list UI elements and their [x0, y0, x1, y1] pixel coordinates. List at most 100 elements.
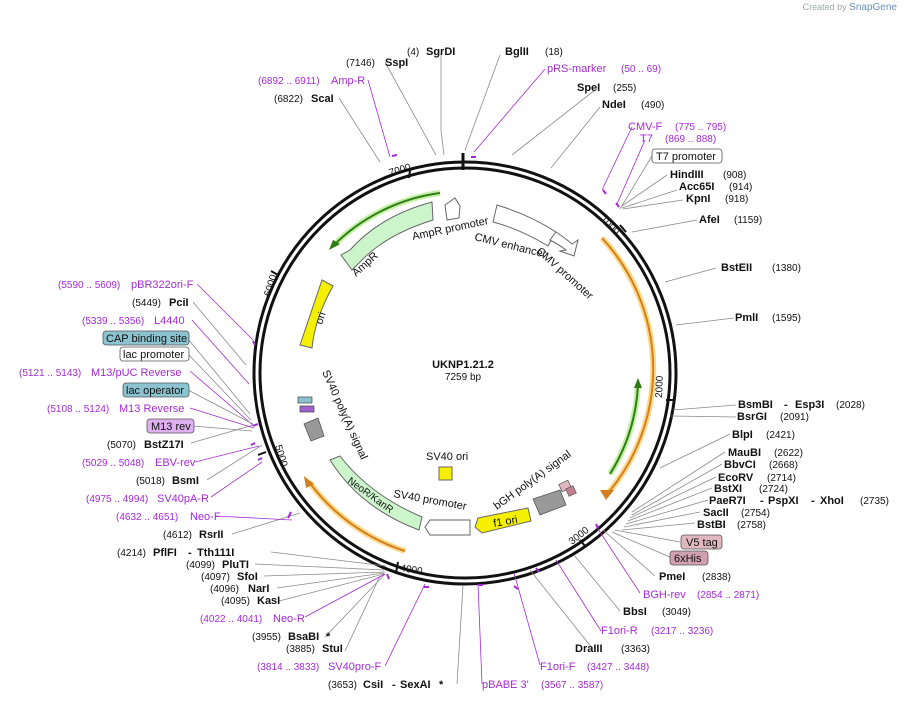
site-nari-pos: (4096): [210, 584, 239, 595]
primer-cmv-f: CMV-F: [628, 121, 663, 133]
site-sexai-star: *: [439, 679, 444, 691]
site-paer7i: PaeR7I: [709, 495, 746, 507]
site-pmli: PmlI: [735, 312, 758, 324]
site-sep-2: -: [760, 495, 764, 507]
site-sep-4: -: [392, 679, 396, 691]
primer-prs-marker-pos: (50 .. 69): [621, 64, 661, 75]
site-xhoi: XhoI: [820, 495, 844, 507]
primer-t7: T7: [640, 133, 653, 145]
site-blpi: BlpI: [732, 429, 753, 441]
primer-cmv-f-pos: (775 .. 795): [675, 122, 726, 133]
lac-operator-box: [122, 382, 190, 398]
site-kasi: KasI: [257, 595, 280, 607]
v5-tag-box: [680, 534, 723, 550]
site-bstxi: BstXI: [714, 483, 742, 495]
site-kpni-pos: (918): [725, 194, 748, 205]
site-kasi-pos: (4095): [221, 596, 250, 607]
primer-pbabe3: pBABE 3': [482, 679, 529, 691]
his6-box: [669, 550, 709, 566]
bgh-polya-feature: [532, 489, 567, 516]
site-maubi-pos: (2622): [774, 448, 803, 459]
tick-4000: 4000: [400, 563, 424, 577]
primer-amp-r: Amp-R: [331, 75, 365, 87]
green-arrow-top-head: [329, 240, 340, 250]
label-f1-ori: f1 ori: [492, 514, 518, 530]
site-pmei-pos: (2838): [702, 572, 731, 583]
site-stui: StuI: [322, 643, 343, 655]
green-arrow-right-line: [609, 383, 639, 475]
m13-feature: [299, 405, 315, 413]
m13-rev-box: [146, 418, 195, 434]
sv40-polya-feature: [303, 417, 325, 442]
t7-promoter-box: [651, 148, 723, 164]
site-sep-3: -: [811, 495, 815, 507]
sv40-ori-feature: [438, 466, 453, 481]
primer-neo-f: Neo-F: [190, 511, 221, 523]
site-bsmi: BsmI: [172, 475, 199, 487]
primer-neo-r-pos: (4022 .. 4041): [200, 614, 262, 625]
primer-neo-r: Neo-R: [273, 613, 305, 625]
site-bstxi-pos: (2724): [759, 484, 788, 495]
site-bstbi: BstBI: [697, 519, 726, 531]
site-pluti: PluTI: [222, 559, 249, 571]
backbone-inner: [258, 166, 672, 580]
lac-operator-feature: [297, 396, 313, 404]
site-pmli-pos: (1595): [772, 313, 801, 324]
site-bsteii-pos: (1380): [772, 263, 801, 274]
ampr-promoter-feature: [444, 197, 461, 221]
site-pcii-pos: (5449): [132, 298, 161, 309]
primer-pbr322ori-f-pos: (5590 .. 5609): [58, 280, 120, 291]
site-csii: CsiI: [363, 679, 383, 691]
site-pspxi: PspXI: [768, 495, 799, 507]
site-bbvci: BbvCI: [724, 459, 756, 471]
site-sexai: SexAI: [400, 679, 431, 691]
green-arrow-right-head: [634, 378, 642, 388]
site-sep-5: -: [188, 547, 192, 559]
primer-leaders: [189, 68, 646, 685]
site-rsrii: RsrII: [199, 529, 223, 541]
primer-sv40pa-r-pos: (4975 .. 4994): [86, 494, 148, 505]
site-esp3i: Esp3I: [795, 399, 824, 411]
primer-ebv-rev-pos: (5029 .. 5048): [82, 458, 144, 469]
site-rsrii-pos: (4612): [163, 530, 192, 541]
lac-promoter-box: [119, 346, 190, 362]
site-bbsi-pos: (3049): [662, 607, 691, 618]
his6-label: 6xHis: [674, 553, 702, 565]
primer-m13puc-reverse-pos: (5121 .. 5143): [19, 368, 81, 379]
site-bstz17i: BstZ17I: [144, 439, 184, 451]
site-bsabi-star: *: [326, 631, 331, 643]
label-neor: NeoR/KanR: [345, 476, 395, 516]
primer-l4440: L4440: [154, 315, 185, 327]
primer-amp-r-pos: (6892 .. 6911): [258, 76, 320, 87]
site-sfoi-pos: (4097): [201, 572, 230, 583]
site-bstbi-pos: (2758): [737, 520, 766, 531]
primer-bgh-rev: BGH-rev: [643, 589, 686, 601]
site-nari: NarI: [248, 583, 269, 595]
lac-promoter-label: lac promoter: [123, 349, 184, 361]
scale-ticks: [257, 169, 674, 574]
site-bsrgi-pos: (2091): [780, 412, 809, 423]
site-pflfi: PflFI: [153, 547, 177, 559]
label-cmv-promoter: CMV promoter: [534, 245, 595, 302]
site-tth111i: Tth111I: [197, 547, 234, 559]
cap-binding-site-box: [102, 330, 190, 346]
primer-pbr322ori-f: pBR322ori-F: [131, 279, 194, 291]
site-spei: SpeI: [577, 82, 600, 94]
f1-ori-feature: [474, 507, 532, 534]
site-draiii: DraIII: [575, 643, 603, 655]
site-paer7i-pos: (2735): [860, 496, 889, 507]
site-maubi: MauBI: [728, 447, 761, 459]
orf-arrow-right-line: [601, 237, 655, 494]
primer-m13puc-reverse: M13/pUC Reverse: [91, 367, 181, 379]
site-hindiii-pos: (908): [723, 170, 746, 181]
orf-arrow-right-head: [600, 490, 614, 500]
site-acc65i: Acc65I: [679, 181, 714, 193]
cmv-promoter-feature: [549, 231, 579, 257]
site-bglii-pos: (18): [545, 47, 563, 58]
neor-feature: [329, 455, 423, 531]
primer-sv40pro-f-pos: (3814 .. 3833): [257, 662, 319, 673]
site-bsabi-pos: (3955): [252, 632, 281, 643]
site-sfoi: SfoI: [237, 571, 258, 583]
t7-promoter-label: T7 promoter: [656, 151, 716, 163]
